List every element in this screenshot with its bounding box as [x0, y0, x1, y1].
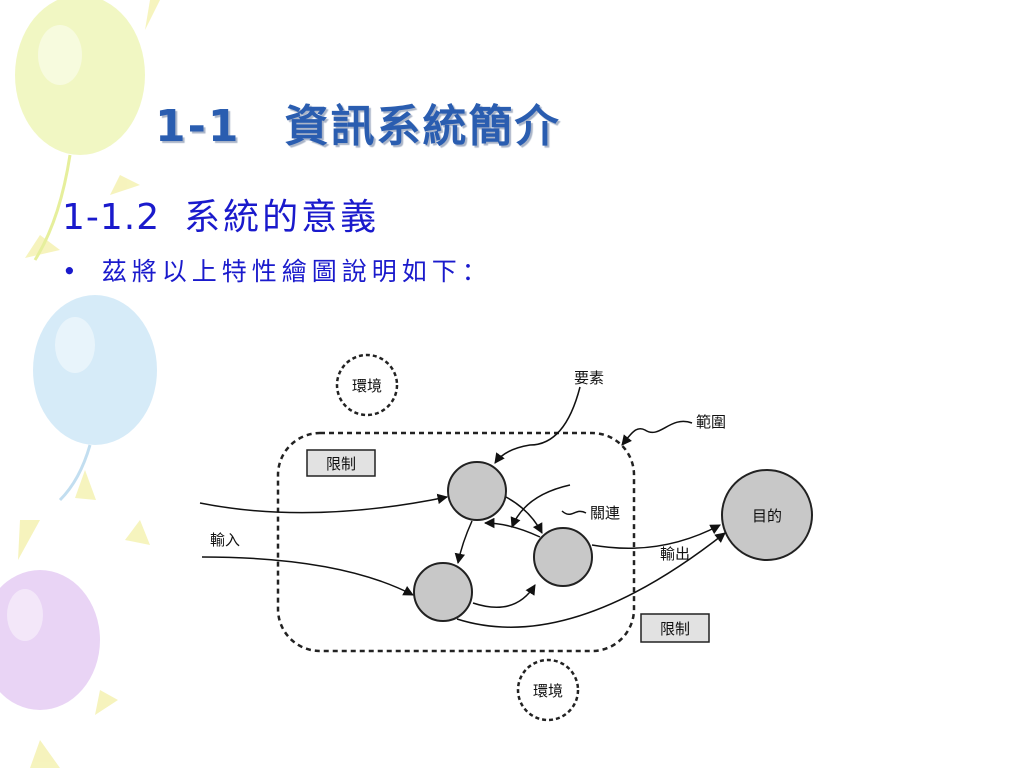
section-number: 1-1.2 — [62, 197, 161, 238]
element-label: 要素 — [574, 369, 604, 387]
goal-node: 目的 — [721, 469, 813, 561]
title-text: 資訊系統簡介 — [284, 101, 561, 152]
balloon-purple — [0, 570, 100, 710]
boundary-label: 範圍 — [696, 413, 726, 431]
environment-top: 環境 — [335, 353, 399, 417]
bullet-item: • 茲將以上特性繪圖說明如下： — [62, 252, 492, 288]
output-arrow-1 — [591, 524, 721, 549]
element-pointer — [494, 386, 581, 464]
slide-title: 1-1 資訊系統簡介 — [155, 90, 561, 154]
output-label: 輸出 — [660, 545, 690, 563]
element-node-3 — [413, 562, 473, 622]
section-heading: 1-1.2 系統的意義 — [62, 188, 379, 240]
boundary-pointer — [621, 420, 693, 446]
relation-arrow-4 — [472, 584, 536, 608]
input-arrow-2 — [201, 556, 414, 596]
section-text: 系統的意義 — [184, 197, 380, 238]
constraint-top-label: 限制 — [326, 455, 356, 473]
relation-pointer — [561, 510, 587, 516]
balloon-blue — [33, 295, 157, 502]
system-diagram: 環境 環境 限制 限制 目的 輸入 輸出 要素 範圍 關連 — [199, 353, 813, 722]
output-arrow-2 — [456, 532, 726, 628]
constraint-bottom-label: 限制 — [660, 620, 690, 638]
constraint-box-top: 限制 — [306, 449, 376, 477]
relation-arrow-1 — [505, 496, 543, 534]
environment-bottom: 環境 — [516, 658, 580, 722]
relation-arrow-3 — [454, 520, 473, 565]
input-label: 輸入 — [210, 531, 240, 549]
bullet-text: 茲將以上特性繪圖說明如下： — [101, 257, 492, 286]
element-node-1 — [447, 461, 507, 521]
input-arrow-1 — [199, 493, 449, 514]
element-node-2 — [533, 527, 593, 587]
goal-label: 目的 — [752, 507, 782, 525]
bullet-dot-icon: • — [62, 257, 82, 286]
balloon-yellow — [15, 0, 145, 261]
system-boundary — [276, 431, 636, 653]
constraint-box-bottom: 限制 — [640, 613, 710, 643]
title-number: 1-1 — [155, 101, 241, 152]
relation-arrow-5 — [510, 484, 571, 528]
environment-top-label: 環境 — [352, 377, 382, 395]
environment-bottom-label: 環境 — [533, 682, 563, 700]
relation-label: 關連 — [590, 504, 620, 522]
